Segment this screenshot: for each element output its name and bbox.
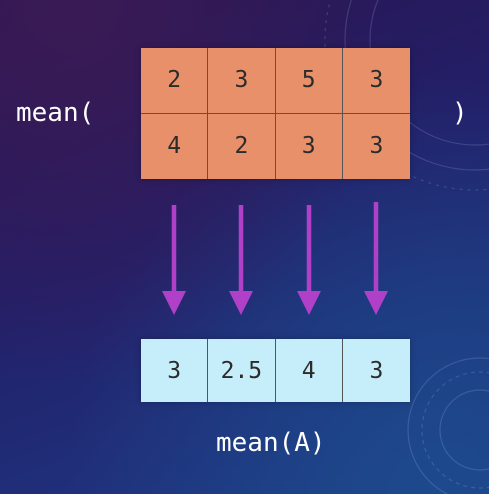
result-matrix: 3 2.5 4 3 (141, 339, 410, 402)
matrix-cell: 2 (141, 48, 209, 114)
arrow-down-icon (229, 205, 253, 315)
result-label: mean(A) (216, 428, 326, 458)
result-cell: 3 (141, 339, 209, 402)
arrow-down-icon (297, 205, 321, 315)
matrix-cell: 4 (141, 113, 209, 179)
mean-call-close: ) (452, 98, 468, 128)
arrow-down-icon (162, 205, 186, 315)
matrix-cell: 3 (208, 48, 276, 114)
matrix-cell: 2 (208, 113, 276, 179)
matrix-cell: 3 (342, 48, 410, 114)
input-matrix: 2 3 5 3 4 2 3 3 (141, 48, 410, 179)
result-cell: 3 (342, 339, 410, 402)
matrix-cell: 3 (275, 113, 343, 179)
matrix-cell: 5 (275, 48, 343, 114)
result-cell: 2.5 (208, 339, 276, 402)
matrix-cell: 3 (342, 113, 410, 179)
result-cell: 4 (275, 339, 343, 402)
arrow-down-icon (364, 202, 388, 315)
mean-call-open: mean( (16, 98, 95, 128)
